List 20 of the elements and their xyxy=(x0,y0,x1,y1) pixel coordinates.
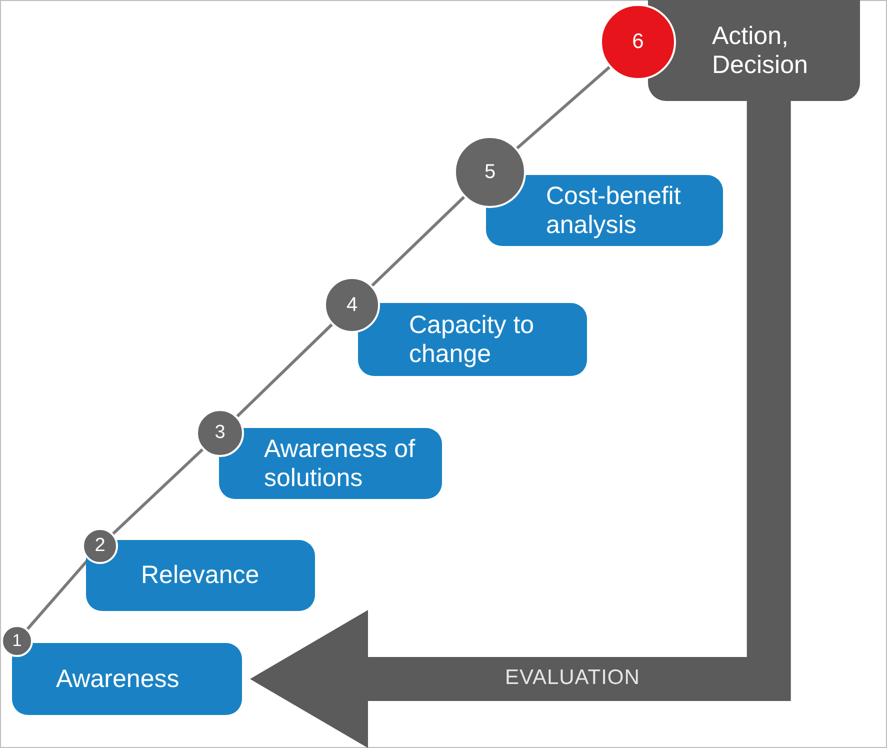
step-box xyxy=(358,303,587,376)
connector-line xyxy=(371,196,466,287)
step-label: Awareness of solutions xyxy=(264,434,416,492)
step-box xyxy=(648,0,860,101)
edge-label: EVALUATION xyxy=(505,666,640,690)
step-number-circle: 6 xyxy=(600,4,676,80)
step-number-circle: 4 xyxy=(324,277,380,333)
step-label: Cost-benefit analysis xyxy=(546,182,682,240)
connector-line xyxy=(236,323,333,418)
connector-line xyxy=(112,448,204,535)
step-number-circle: 1 xyxy=(1,625,33,657)
step-label: Capacity to change xyxy=(409,310,536,368)
step-label: Action, Decision xyxy=(712,22,809,80)
evaluation-arrow xyxy=(250,101,791,748)
step-number-circle: 5 xyxy=(454,136,526,208)
step-label: Relevance xyxy=(141,561,260,590)
step-label: Awareness xyxy=(56,664,180,694)
step-number-circle: 3 xyxy=(196,409,244,457)
connector-line xyxy=(516,66,610,150)
step-number-circle: 2 xyxy=(82,528,118,564)
